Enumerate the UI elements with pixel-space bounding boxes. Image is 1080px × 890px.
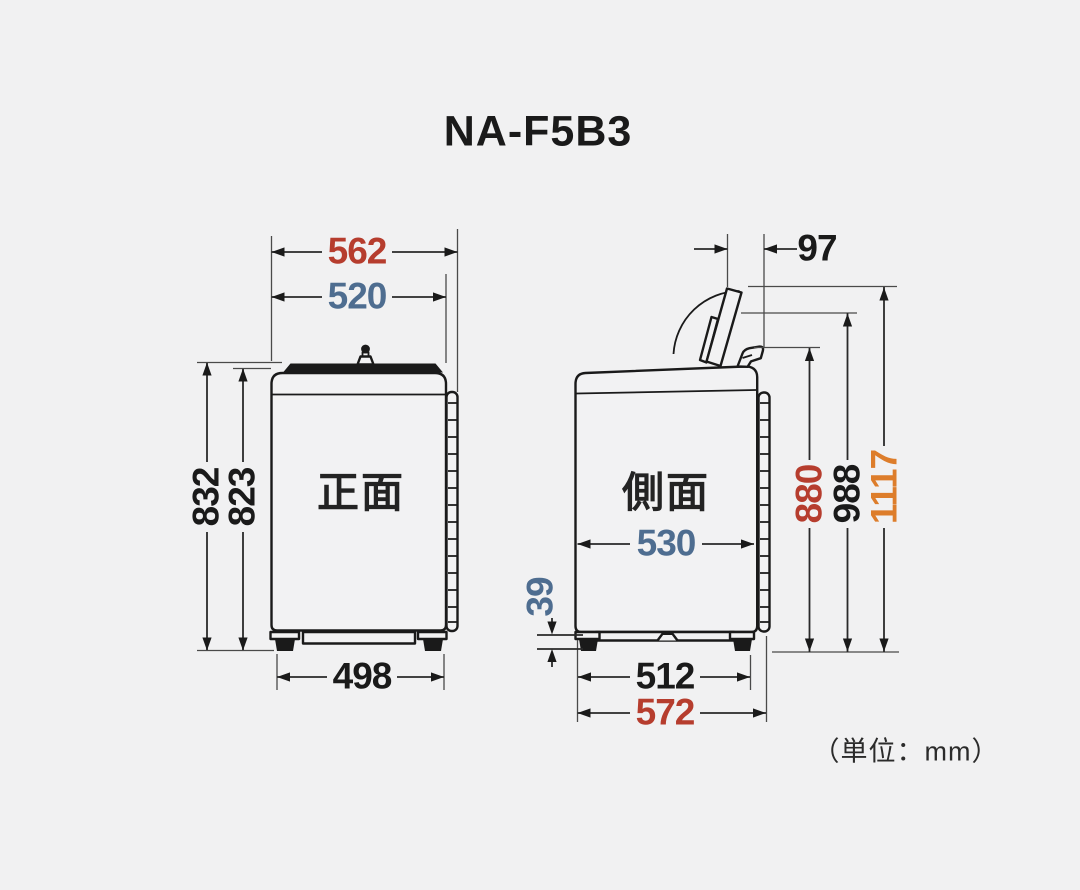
unit-note: （単位：mm） [812, 736, 1000, 767]
dim-label-front-height-body: 823 [221, 467, 263, 527]
dim-label-side-lid-clearance: 97 [797, 227, 837, 269]
front-body [270, 371, 448, 632]
side-hinge-detail [742, 354, 753, 359]
front-inlet-base [356, 355, 375, 366]
side-foot-plate-right [728, 630, 756, 641]
side-hose-rail-rungs [760, 402, 769, 623]
front-lid-bar [283, 363, 443, 373]
front-foot-left [275, 639, 295, 651]
dim-label-front-width-body: 520 [327, 275, 388, 317]
dim-label-side-height-lid-edge: 988 [826, 464, 868, 524]
dim-label-side-base-height: 39 [519, 577, 561, 617]
front-foot-plate-right [416, 630, 448, 641]
extension-lines [197, 229, 899, 722]
model-title: NA-F5B3 [443, 107, 633, 156]
front-foot-right [423, 639, 443, 651]
side-base-notch [656, 632, 679, 642]
dim-label-side-feet-span: 512 [635, 655, 696, 697]
side-hose-rail [757, 391, 771, 633]
front-foot-plate-left [269, 630, 301, 641]
side-view-drawing [574, 287, 771, 651]
dim-label-side-depth-body: 530 [636, 522, 697, 564]
side-panel-seam [576, 389, 757, 395]
dim-label-front-feet-span: 498 [332, 655, 393, 697]
front-hose-rail [445, 390, 459, 633]
front-view-drawing [269, 344, 459, 651]
front-inlet-knob [361, 344, 370, 354]
dim-label-side-height-lid-open-max: 1117 [863, 449, 905, 525]
side-open-lid [705, 287, 743, 368]
side-hinge [736, 345, 765, 368]
side-foot-left [579, 639, 598, 651]
side-foot-right [733, 639, 752, 651]
dim-label-front-width-overall: 562 [327, 230, 388, 272]
dim-label-front-height-overall: 832 [185, 467, 227, 527]
front-view-label: 正面 [316, 469, 406, 516]
dim-label-side-depth-overall: 572 [635, 691, 696, 733]
front-base-plate [301, 630, 417, 645]
dim-label-side-height-closed: 880 [788, 464, 830, 524]
side-view-label: 側面 [621, 469, 711, 516]
front-hose-rail-rungs [448, 402, 457, 623]
dimension-arrowheads [202, 244, 889, 718]
